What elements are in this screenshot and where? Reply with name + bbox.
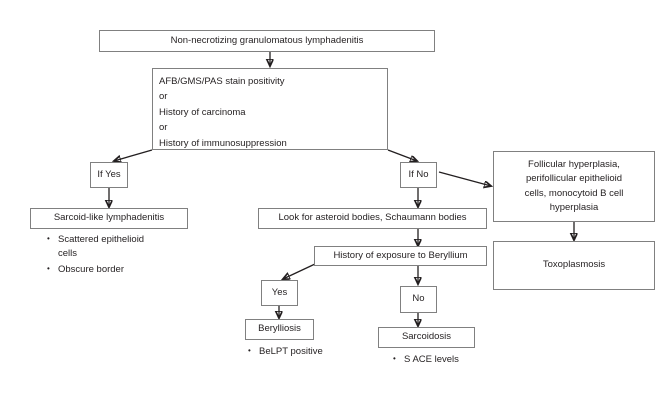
node-follicular-hyperplasia[interactable]: Follicular hyperplasia, perifollicular e… xyxy=(493,151,655,222)
bullet-list-berylliosis-features: BeLPT positive xyxy=(245,345,385,361)
node-yes[interactable]: Yes xyxy=(261,280,298,306)
list-item: Obscure border xyxy=(47,263,194,277)
edge-beryllium-history-to-yes xyxy=(283,263,316,279)
node-no[interactable]: No xyxy=(400,286,437,313)
node-root[interactable]: Non-necrotizing granulomatous lymphadeni… xyxy=(99,30,435,52)
list-item: BeLPT positive xyxy=(248,345,385,359)
edge-criteria-to-if-yes xyxy=(114,149,153,161)
node-criteria[interactable]: AFB/GMS/PAS stain positivity or History … xyxy=(152,68,388,150)
node-look-for-bodies[interactable]: Look for asteroid bodies, Schaumann bodi… xyxy=(258,208,487,229)
node-if-no[interactable]: If No xyxy=(400,162,437,188)
edge-criteria-to-if-no xyxy=(387,149,417,161)
list-item: S ACE levels xyxy=(393,353,530,367)
bullet-list-sarcoid-like-features: Scattered epithelioid cells Obscure bord… xyxy=(44,233,194,278)
list-item: Scattered epithelioid cells xyxy=(47,233,194,261)
node-if-yes[interactable]: If Yes xyxy=(90,162,128,188)
node-sarcoidosis[interactable]: Sarcoidosis xyxy=(378,327,475,348)
edge-if-no-to-follicular xyxy=(438,171,491,186)
node-sarcoid-like-lymphadenitis[interactable]: Sarcoid-like lymphadenitis xyxy=(30,208,188,229)
node-beryllium-exposure-history[interactable]: History of exposure to Beryllium xyxy=(314,246,487,266)
node-toxoplasmosis[interactable]: Toxoplasmosis xyxy=(493,241,655,290)
node-berylliosis[interactable]: Berylliosis xyxy=(245,319,314,340)
bullet-list-sarcoidosis-features: S ACE levels xyxy=(390,353,530,369)
